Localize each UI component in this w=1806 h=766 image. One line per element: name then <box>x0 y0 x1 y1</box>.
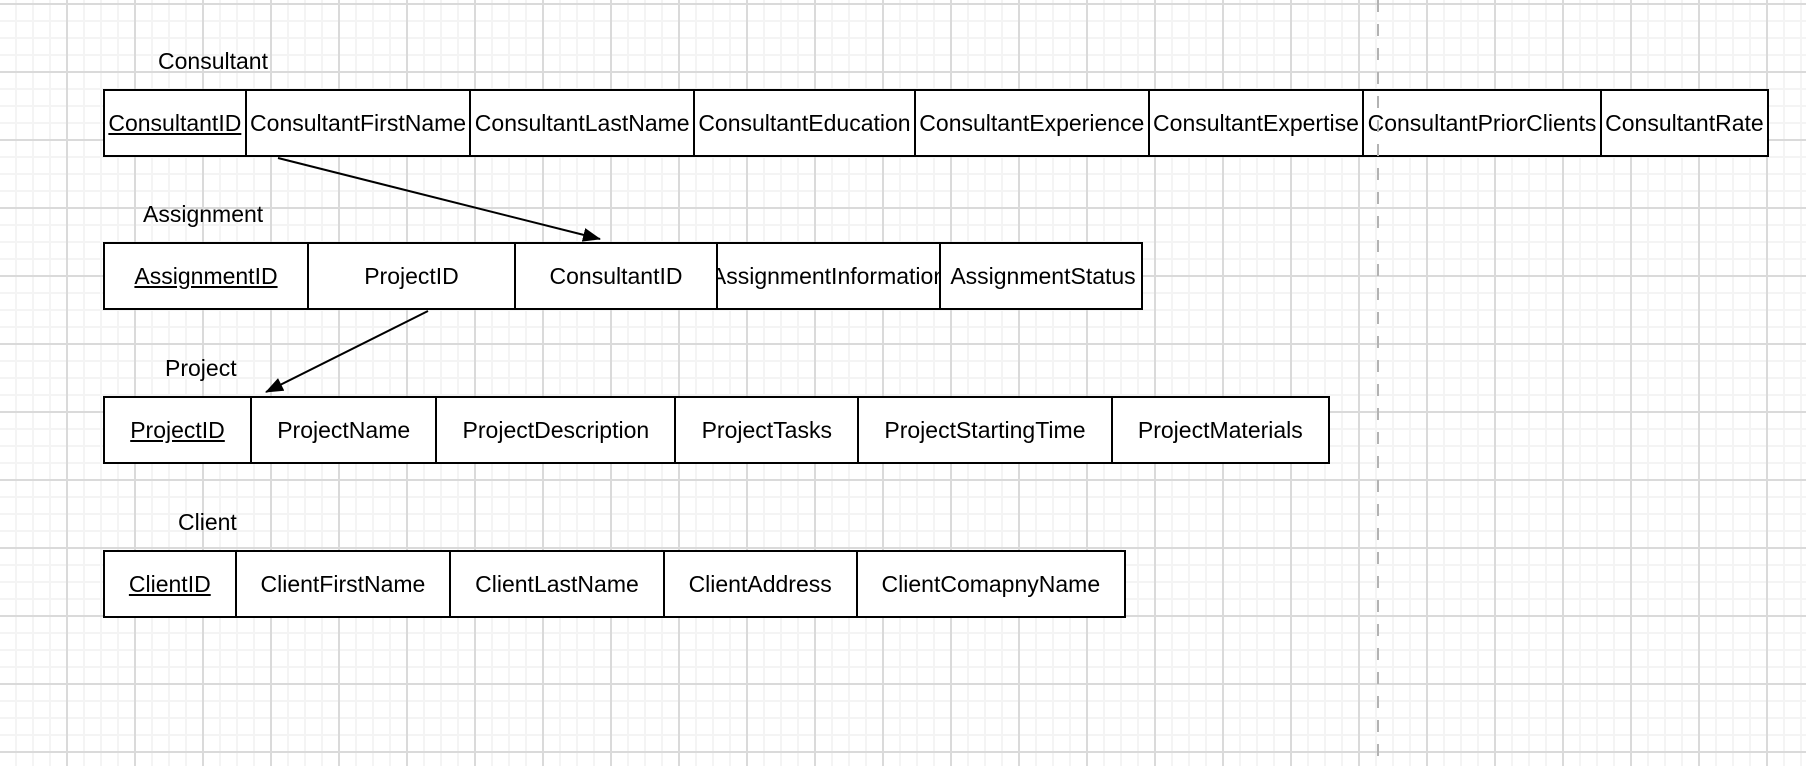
table-label-consultant[interactable]: Consultant <box>158 48 268 74</box>
field-cell-assignmentinformation[interactable]: AssignmentInformation <box>718 244 941 308</box>
field-cell-clientlastname[interactable]: ClientLastName <box>451 552 665 616</box>
field-cell-clientfirstname[interactable]: ClientFirstName <box>237 552 452 616</box>
field-cell-consultanteducation[interactable]: ConsultantEducation <box>695 91 916 155</box>
field-cell-projectdescription[interactable]: ProjectDescription <box>437 398 677 462</box>
field-cell-clientid[interactable]: ClientID <box>105 552 237 616</box>
field-cell-assignmentstatus[interactable]: AssignmentStatus <box>950 262 1136 289</box>
table-label-client[interactable]: Client <box>178 509 237 535</box>
field-cell-assignmentid[interactable]: AssignmentID <box>105 244 309 308</box>
field-cell-projecttasks[interactable]: ProjectTasks <box>676 398 860 462</box>
table-label-assignment[interactable]: Assignment <box>143 201 264 227</box>
field-cell-consultantpriorclients[interactable]: ConsultantPriorClients <box>1364 91 1602 155</box>
field-cell-consultantexpertise[interactable]: ConsultantExpertise <box>1150 91 1365 155</box>
field-cell-clientcomapnyname[interactable]: ClientComapnyName <box>881 570 1101 597</box>
relation-arrow-consultantid[interactable] <box>277 157 601 242</box>
field-cell-consultantid[interactable]: ConsultantID <box>516 244 718 308</box>
field-cell-consultantrate[interactable]: ConsultantRate <box>1605 109 1764 136</box>
field-cell-consultantlastname[interactable]: ConsultantLastName <box>471 91 695 155</box>
field-cell-consultantid[interactable]: ConsultantID <box>105 91 247 155</box>
table-label-project[interactable]: Project <box>165 355 237 381</box>
field-cell-projectid[interactable]: ProjectID <box>309 244 516 308</box>
field-cell-consultantfirstname[interactable]: ConsultantFirstName <box>247 91 472 155</box>
field-cell-projectmaterials[interactable]: ProjectMaterials <box>1137 416 1303 443</box>
field-cell-consultantexperience[interactable]: ConsultantExperience <box>916 91 1150 155</box>
relation-arrow-projectid[interactable] <box>265 310 429 393</box>
field-cell-projectid[interactable]: ProjectID <box>105 398 252 462</box>
field-cell-projectname[interactable]: ProjectName <box>252 398 438 462</box>
field-cell-projectstartingtime[interactable]: ProjectStartingTime <box>859 398 1113 462</box>
field-cell-clientaddress[interactable]: ClientAddress <box>665 552 858 616</box>
